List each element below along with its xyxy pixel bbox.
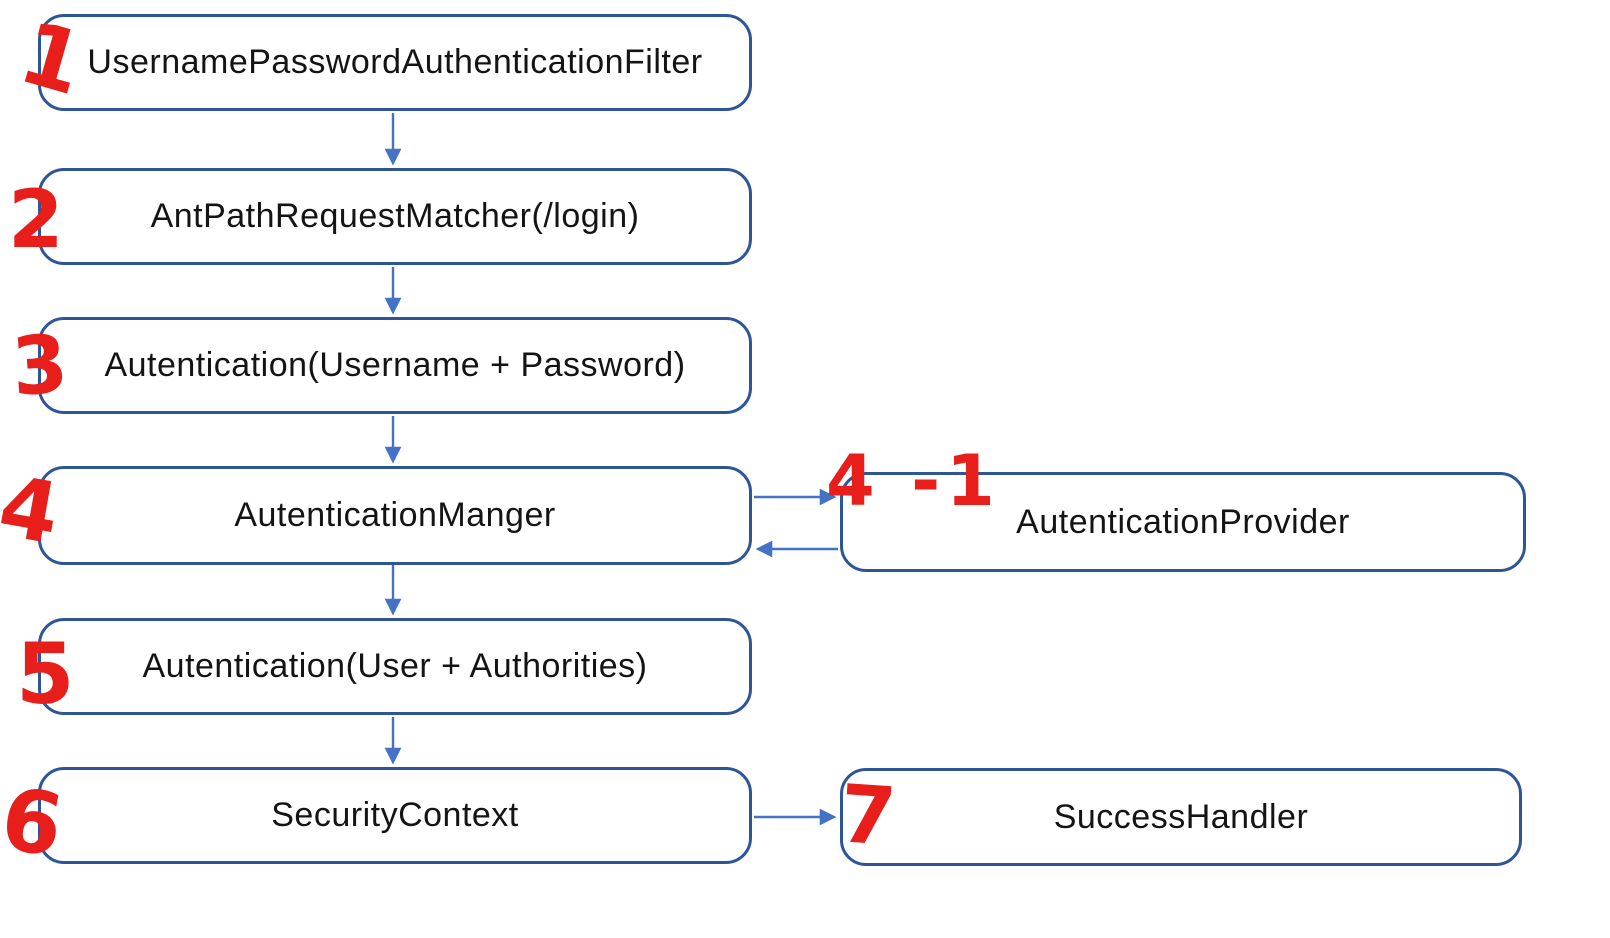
node-label: Autentication(Username + Password)	[104, 346, 686, 384]
annotation-step-7: 7	[836, 767, 899, 864]
node-label: SuccessHandler	[1053, 797, 1309, 836]
node-label: AutenticationManger	[234, 496, 556, 534]
node-ant-path-request-matcher: AntPathRequestMatcher(/login)	[38, 168, 752, 265]
node-label: AutenticationProvider	[1016, 502, 1350, 541]
node-authentication-provider: AutenticationProvider	[840, 472, 1526, 572]
node-success-handler: SuccessHandler	[840, 768, 1522, 866]
node-label: Autentication(User + Authorities)	[142, 647, 648, 685]
annotation-step-5: 5	[16, 625, 75, 723]
node-label: UsernamePasswordAuthenticationFilter	[87, 43, 703, 81]
annotation-step-4-1: 4 -1	[826, 440, 1001, 522]
node-authentication-user-authorities: Autentication(User + Authorities)	[38, 618, 752, 715]
node-security-context: SecurityContext	[38, 767, 752, 864]
annotation-step-2: 2	[8, 173, 64, 266]
node-authentication-username-password: Autentication(Username + Password)	[38, 317, 752, 414]
node-authentication-manager: AutenticationManger	[38, 466, 752, 565]
node-username-password-authentication-filter: UsernamePasswordAuthenticationFilter	[38, 14, 752, 111]
annotation-step-3: 3	[8, 317, 71, 414]
node-label: AntPathRequestMatcher(/login)	[150, 197, 640, 235]
node-label: SecurityContext	[271, 796, 519, 834]
